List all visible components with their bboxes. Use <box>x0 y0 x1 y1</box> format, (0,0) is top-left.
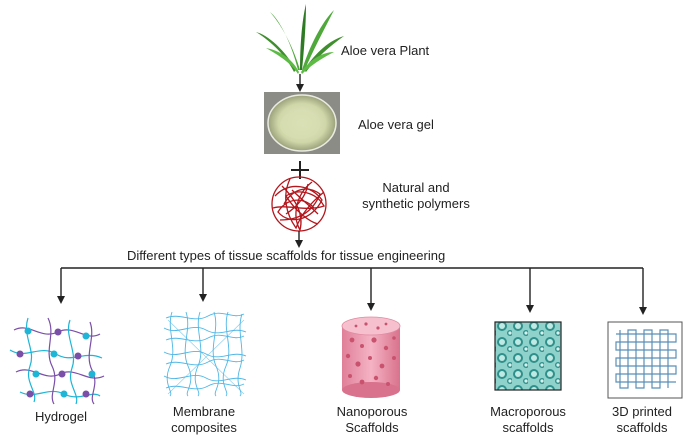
polymer-ball-icon <box>271 176 327 232</box>
hydrogel-network-icon <box>9 317 105 405</box>
scaffold-label-hydrogel-line1: Hydrogel <box>34 409 88 424</box>
scaffold-label-membrane-line2: composites <box>171 420 237 435</box>
nanoporous-cylinder-icon <box>341 316 401 398</box>
scaffold-label-macroporous-line2: scaffolds <box>502 420 554 435</box>
polymers-label: Natural and synthetic polymers <box>351 180 481 212</box>
plus-icon <box>291 161 309 179</box>
scaffold-label-3d-printed-line2: scaffolds <box>616 420 668 435</box>
scaffold-label-membrane-line1: Membrane <box>172 404 236 419</box>
aloe-vera-gel-label: Aloe vera gel <box>358 117 434 132</box>
polymers-label-line1: Natural and <box>382 180 450 195</box>
polymers-label-line2: synthetic polymers <box>362 196 470 211</box>
scaffold-label-nanoporous-line2: Scaffolds <box>345 420 399 435</box>
3d-printed-grid-icon <box>607 321 683 399</box>
scaffold-label-3d-printed-line1: 3D printed <box>612 404 672 419</box>
scaffold-types-title: Different types of tissue scaffolds for … <box>127 248 446 263</box>
scaffold-label-nanoporous: Nanoporous Scaffolds <box>326 404 418 436</box>
scaffold-label-hydrogel: Hydrogel <box>16 409 106 425</box>
macroporous-scaffold-icon <box>494 321 562 391</box>
aloe-vera-plant-icon <box>256 4 344 74</box>
membrane-mesh-icon <box>163 311 247 397</box>
aloe-vera-gel-photo <box>264 92 340 154</box>
scaffold-label-nanoporous-line1: Nanoporous <box>336 404 408 419</box>
scaffold-label-membrane: Membrane composites <box>158 404 250 436</box>
scaffold-label-macroporous-line1: Macroporous <box>490 404 566 419</box>
scaffold-label-macroporous: Macroporous scaffolds <box>476 404 580 436</box>
aloe-vera-plant-label: Aloe vera Plant <box>341 43 430 58</box>
scaffold-label-3d-printed: 3D printed scaffolds <box>600 404 684 436</box>
